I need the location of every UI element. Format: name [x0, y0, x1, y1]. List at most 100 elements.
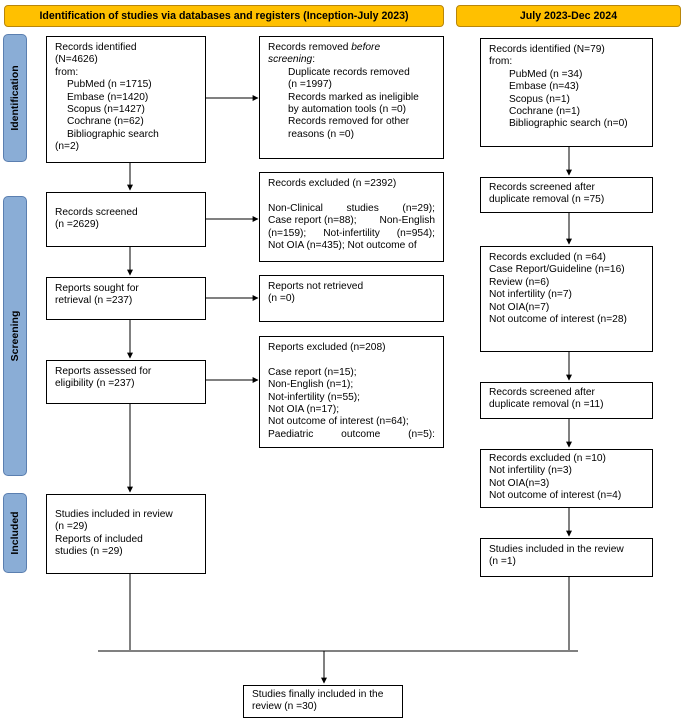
- text-line: (n=2): [55, 141, 80, 153]
- text: studies: [346, 202, 379, 214]
- text: (n=954);: [396, 227, 435, 239]
- text-line: review (n =30): [252, 701, 317, 713]
- spacer: [268, 354, 435, 366]
- left-reports-assessed-box: Reports assessed for eligibility (n =237…: [46, 360, 206, 404]
- text-line: Not outcome of interest (n=64);: [268, 416, 409, 428]
- source-item: Scopus (n=1427): [67, 104, 145, 116]
- text: Records removed: [268, 42, 352, 53]
- text-line: Records marked as ineligible: [288, 91, 419, 103]
- text-line: Reports sought for: [55, 283, 139, 294]
- left-studies-included-box: Studies included in review (n =29) Repor…: [46, 494, 206, 574]
- text-line: Case report (n=88); Non-English: [268, 215, 435, 227]
- spacer: [268, 190, 435, 202]
- header-left-label: Identification of studies via databases …: [39, 10, 409, 22]
- text-italic: before: [351, 42, 381, 53]
- left-records-excluded-box: Records excluded (n =2392) Non-Clinical s…: [259, 172, 444, 262]
- right-records-screened-box: Records screened after duplicate removal…: [480, 177, 653, 213]
- left-reports-sought-box: Reports sought for retrieval (n =237): [46, 277, 206, 320]
- text-italic: screening: [268, 54, 313, 66]
- text-line: Records identified: [55, 42, 137, 53]
- text-line: Studies finally included in the: [252, 689, 384, 700]
- text-line: Records removed before: [268, 42, 435, 54]
- left-reports-not-retrieved-box: Reports not retrieved (n =0): [259, 275, 444, 322]
- right-records-excluded2-box: Records excluded (n =10) Not infertility…: [480, 449, 653, 508]
- text-line: Studies included in the review: [489, 544, 624, 555]
- text-line: Paediatric outcome (n=5):: [268, 429, 435, 441]
- text-line: Reports assessed for: [55, 366, 152, 377]
- text-line: Not OIA(n=3): [489, 477, 550, 489]
- text-line: Not outcome of interest (n=28): [489, 314, 627, 326]
- text-line: Case Report/Guideline (n=16): [489, 264, 625, 276]
- left-records-screened-box: Records screened (n =2629): [46, 192, 206, 247]
- text-line: duplicate removal (n =11): [489, 399, 604, 411]
- left-records-identified-box: Records identified (N=4626) from: PubMed…: [46, 36, 206, 163]
- text-line: duplicate removal (n =75): [489, 194, 605, 206]
- text-line: Reports of included: [55, 533, 143, 545]
- phase-included: Included: [3, 493, 27, 573]
- text: (n=5):: [408, 428, 435, 440]
- text-line: retrieval (n =237): [55, 295, 133, 307]
- text: Not-infertility: [323, 227, 380, 239]
- text: :: [312, 54, 316, 66]
- text-line: eligibility (n =237): [55, 378, 135, 390]
- final-included-box: Studies finally included in the review (…: [243, 685, 403, 718]
- phase-identification: Identification: [3, 34, 27, 162]
- text-line: (n =1): [489, 556, 516, 568]
- text-line: Reports excluded (n=208): [268, 342, 386, 353]
- text-line: Case report (n=15);: [268, 366, 357, 378]
- source-item: Cochrane (n=1): [509, 106, 581, 118]
- text-line: Records excluded (n =10): [489, 453, 606, 464]
- text-line: Studies included in review: [55, 509, 173, 520]
- source-item: Cochrane (n=62): [67, 116, 144, 128]
- text-line: Records screened: [55, 207, 138, 218]
- right-records-identified-box: Records identified (N=79) from: PubMed (…: [480, 38, 653, 147]
- text-line: Not-infertility (n=55);: [268, 391, 361, 403]
- header-right-label: July 2023-Dec 2024: [519, 10, 618, 22]
- source-item: PubMed (n =34): [509, 68, 583, 80]
- text-line: Records screened after: [489, 182, 595, 193]
- text-line: reasons (n =0): [288, 128, 354, 140]
- text-line: Records identified (N=79): [489, 44, 605, 55]
- phase-screening: Screening: [3, 196, 27, 476]
- text: Case report (n=88);: [268, 215, 357, 227]
- text-line: Review (n=6): [489, 276, 550, 288]
- text-line: (n =1997): [288, 79, 332, 91]
- left-records-removed-box: Records removed before screening: Duplic…: [259, 36, 444, 159]
- source-item: Bibliographic search: [67, 128, 159, 140]
- phase-identification-label: Identification: [9, 65, 21, 131]
- text-line: from:: [55, 66, 79, 78]
- source-item: PubMed (n =1715): [67, 79, 152, 91]
- text-line: from:: [489, 56, 513, 68]
- source-item: Embase (n=1420): [67, 91, 149, 103]
- phase-screening-label: Screening: [9, 310, 21, 362]
- header-right: July 2023-Dec 2024: [456, 5, 681, 27]
- right-records-excluded-box: Records excluded (n =64) Case Report/Gui…: [480, 246, 653, 352]
- text-line: (N=4626): [55, 54, 98, 66]
- text-line: Records screened after: [489, 387, 595, 398]
- phase-included-label: Included: [9, 511, 21, 555]
- text-line: Not OIA(n=7): [489, 301, 550, 313]
- source-item: Embase (n=43): [509, 81, 579, 93]
- text: Non-Clinical: [268, 202, 323, 214]
- source-item: Scopus (n=1): [509, 93, 570, 105]
- text-line: (n =29): [55, 521, 88, 533]
- text: Paediatric: [268, 428, 314, 440]
- right-records-screened2-box: Records screened after duplicate removal…: [480, 382, 653, 419]
- text-line: screening:: [268, 54, 435, 66]
- header-left: Identification of studies via databases …: [4, 5, 444, 27]
- text-line: Records excluded (n =64): [489, 252, 606, 263]
- text: outcome: [341, 428, 381, 440]
- text-line: Not infertility (n=7): [489, 289, 572, 301]
- text-line: studies (n =29): [55, 546, 123, 558]
- text-line: Not infertility (n=3): [489, 465, 572, 477]
- text-line: Records removed for other: [288, 116, 410, 128]
- text-line: Records excluded (n =2392): [268, 178, 397, 189]
- text-line: Not OIA (n=17);: [268, 404, 340, 416]
- right-studies-included-box: Studies included in the review (n =1): [480, 538, 653, 577]
- text-line: Not OIA (n=435); Not outcome of: [268, 240, 417, 252]
- text-line: Reports not retrieved: [268, 281, 364, 292]
- text: Non-English: [379, 215, 436, 227]
- text-line: Non-English (n=1);: [268, 379, 354, 391]
